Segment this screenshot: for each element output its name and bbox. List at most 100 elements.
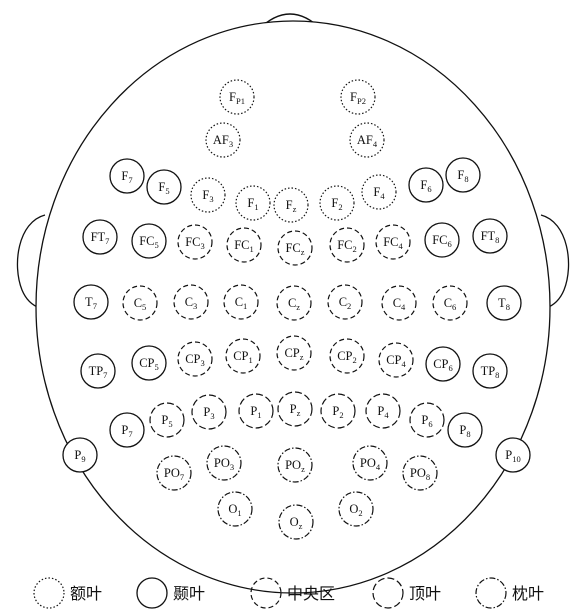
electrode-label-main: P <box>290 402 297 416</box>
electrode-cp3: CP3 <box>178 342 212 376</box>
electrode-label-sub: P2 <box>357 96 366 106</box>
electrode-po7: PO7 <box>157 456 191 490</box>
electrode-label-main: F <box>158 180 165 194</box>
electrode-cp4: CP4 <box>379 343 413 377</box>
legend-swatch <box>34 578 64 608</box>
electrode-label-sub: 4 <box>402 359 407 369</box>
electrode-label-main: CP <box>284 346 299 360</box>
electrode-label-sub: 3 <box>193 301 197 311</box>
electrode-label-main: FT <box>481 229 496 243</box>
electrode-fc5: FC5 <box>132 224 166 258</box>
electrode-f3: F3 <box>191 178 225 212</box>
electrode-fc6: FC6 <box>425 223 459 257</box>
electrode-fc3: FC3 <box>178 225 212 259</box>
electrode-label-sub: 2 <box>347 301 351 311</box>
electrode-label-main: P <box>121 423 128 437</box>
electrode-label-main: C <box>444 296 452 310</box>
electrode-label-main: PO <box>214 456 230 470</box>
electrode-af4: AF4 <box>350 123 384 157</box>
electrode-label-sub: 2 <box>339 410 343 420</box>
electrode-label-main: FC <box>234 238 249 252</box>
legend-label: 中央区 <box>287 584 335 603</box>
legend-swatch <box>137 578 167 608</box>
electrode-label-main: FC <box>139 234 154 248</box>
electrode-label-sub: 10 <box>512 454 521 464</box>
electrode-p7: P7 <box>110 413 144 447</box>
electrode-label-main: C <box>235 295 243 309</box>
electrode-label-main: C <box>288 296 296 310</box>
legend-label: 额叶 <box>70 584 102 603</box>
electrode-label-sub: z <box>301 464 305 474</box>
electrode-cp1: CP1 <box>226 339 260 373</box>
legend-swatch <box>373 578 403 608</box>
electrode-label-main: CP <box>433 357 448 371</box>
electrode-label-sub: 8 <box>426 472 430 482</box>
electrode-label-main: P <box>74 448 81 462</box>
electrode-label-main: P <box>421 413 428 427</box>
electrode-p2: P2 <box>321 394 355 428</box>
electrode-p10: P10 <box>496 438 530 472</box>
legend-label: 顶叶 <box>409 584 441 603</box>
electrode-fp2: FP2 <box>341 80 375 114</box>
electrode-label-main: FC <box>383 235 398 249</box>
electrode-label-sub: 5 <box>142 302 146 312</box>
electrode-label-main: O <box>228 502 237 516</box>
electrode-label-main: P <box>505 448 512 462</box>
electrode-fc4: FC4 <box>376 225 410 259</box>
electrode-label-main: AF <box>357 133 373 147</box>
electrode-label-sub: 7 <box>105 236 109 246</box>
electrode-label-main: C <box>339 295 347 309</box>
electrode-label-main: PO <box>164 466 180 480</box>
electrode-cp2: CP2 <box>330 339 364 373</box>
electrode-label-sub: 1 <box>257 410 261 420</box>
electrode-label-main: PO <box>410 466 426 480</box>
electrode-pz: Pz <box>278 392 312 426</box>
electrode-label-main: CP <box>386 353 401 367</box>
legend-item-frontal: 额叶 <box>34 578 102 608</box>
electrode-label-sub: 5 <box>165 186 169 196</box>
electrode-label-main: C <box>393 296 401 310</box>
electrode-label-main: C <box>185 295 193 309</box>
electrode-c5: C5 <box>123 286 157 320</box>
electrode-label-sub: 7 <box>128 429 132 439</box>
electrode-label-sub: 6 <box>452 302 456 312</box>
electrode-label-sub: 8 <box>495 370 499 380</box>
electrode-cpz: CPz <box>277 336 311 370</box>
electrode-label-main: F <box>202 188 209 202</box>
legend-item-occipital: 枕叶 <box>476 578 544 608</box>
electrode-o2: O2 <box>339 492 373 526</box>
electrode-label-sub: 1 <box>243 301 247 311</box>
electrode-label-sub: 7 <box>128 175 132 185</box>
electrode-label-main: FC <box>337 238 352 252</box>
electrode-label-sub: z <box>301 247 305 257</box>
electrode-fc1: FC1 <box>227 228 261 262</box>
electrode-label-main: PO <box>285 458 301 472</box>
electrode-label-main: FC <box>432 233 447 247</box>
electrode-c4: C4 <box>382 286 416 320</box>
electrode-label-sub: 1 <box>237 508 241 518</box>
electrode-f4: F4 <box>362 175 396 209</box>
electrode-label-sub: 2 <box>353 244 357 254</box>
electrode-po8: PO8 <box>403 456 437 490</box>
electrode-label-sub: 3 <box>229 139 233 149</box>
electrode-f5: F5 <box>147 170 181 204</box>
electrode-label-sub: z <box>299 521 303 531</box>
electrode-label-main: F <box>247 196 254 210</box>
electrode-label-main: F <box>121 169 128 183</box>
electrode-ft7: FT7 <box>83 220 117 254</box>
electrode-p4: P4 <box>366 394 400 428</box>
electrode-label-sub: 4 <box>384 410 389 420</box>
electrode-poz: POz <box>278 448 312 482</box>
electrode-cp6: CP6 <box>426 347 460 381</box>
electrode-label-sub: 5 <box>155 240 159 250</box>
electrode-label-main: F <box>350 90 357 104</box>
electrode-label-main: CP <box>337 349 352 363</box>
electrode-label-main: FC <box>185 235 200 249</box>
electrode-label-sub: 6 <box>449 363 453 373</box>
electrode-label-main: F <box>373 185 380 199</box>
electrode-f7: F7 <box>110 159 144 193</box>
electrode-label-sub: z <box>296 302 300 312</box>
electrode-af3: AF3 <box>206 123 240 157</box>
electrode-label-main: PO <box>360 456 376 470</box>
electrode-cz: Cz <box>277 286 311 320</box>
